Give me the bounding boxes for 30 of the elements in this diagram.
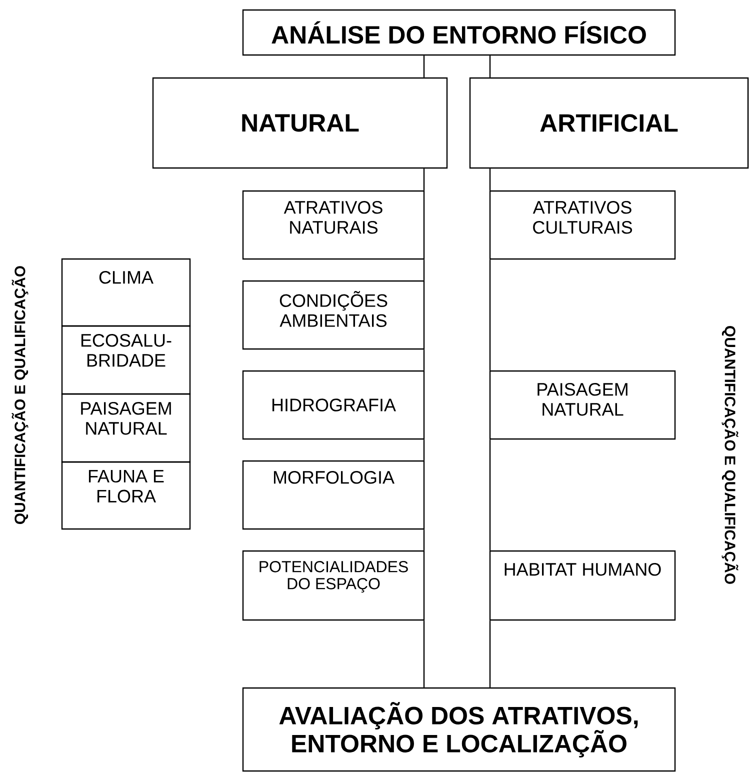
connector-line xyxy=(489,440,491,550)
connector-line xyxy=(489,620,491,688)
item-box: FAUNA E FLORA xyxy=(61,461,191,530)
connector-line xyxy=(423,168,425,190)
item-box: CLIMA xyxy=(61,258,191,327)
connector-line xyxy=(423,620,425,688)
heading-box: ANÁLISE DO ENTORNO FÍSICO xyxy=(242,9,676,56)
connector-line xyxy=(423,260,425,280)
item-box: POTENCIALIDADES DO ESPAÇO xyxy=(242,550,425,621)
item-box: HIDROGRAFIA xyxy=(242,370,425,440)
category-box: NATURAL xyxy=(152,77,448,169)
item-box: MORFOLOGIA xyxy=(242,460,425,530)
item-box: PAISAGEM NATURAL xyxy=(489,370,676,440)
item-box: PAISAGEM NATURAL xyxy=(61,393,191,463)
connector-line xyxy=(423,350,425,370)
item-box: ATRATIVOS CULTURAIS xyxy=(489,190,676,260)
connector-line xyxy=(489,168,491,190)
item-box: ATRATIVOS NATURAIS xyxy=(242,190,425,260)
item-box: HABITAT HUMANO xyxy=(489,550,676,621)
side-label: QUANTIFICAÇÃO E QUALIFICAÇÃO xyxy=(12,266,28,524)
connector-line xyxy=(489,260,491,370)
connector-line xyxy=(489,56,491,78)
heading-box: AVALIAÇÃO DOS ATRATIVOS, ENTORNO E LOCALIZAÇÃO xyxy=(242,687,676,772)
connector-line xyxy=(423,440,425,460)
connector-line xyxy=(423,530,425,550)
item-box: CONDIÇÕES AMBIENTAIS xyxy=(242,280,425,350)
side-label: QUANTIFICAÇÃO E QUALIFICAÇÃO xyxy=(722,326,738,584)
category-box: ARTIFICIAL xyxy=(469,77,749,169)
item-box: ECOSALU-BRIDADE xyxy=(61,325,191,395)
connector-line xyxy=(423,56,425,78)
